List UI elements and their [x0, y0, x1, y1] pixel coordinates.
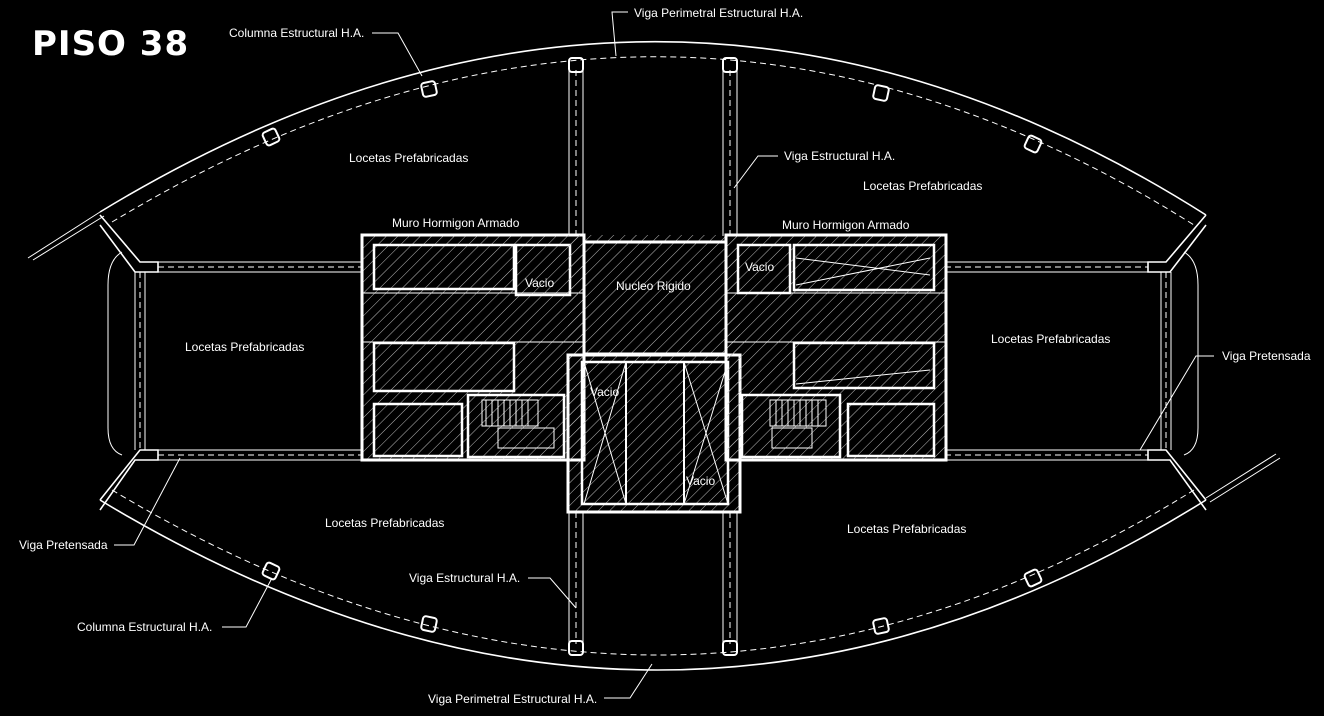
label-viga-pretensada-left: Viga Pretensada [19, 538, 108, 552]
rigid-core [360, 233, 948, 514]
label-vacio-1: Vacio [525, 276, 554, 290]
column [872, 84, 890, 102]
floor-title: PISO 38 [32, 24, 190, 64]
label-viga-pretensada-right: Viga Pretensada [1222, 349, 1311, 363]
label-locetas-top-left: Locetas Prefabricadas [349, 151, 468, 165]
column [722, 57, 738, 73]
label-locetas-bottom-right: Locetas Prefabricadas [847, 522, 966, 536]
label-muro-left: Muro Hormigon Armado [392, 216, 520, 230]
label-viga-estructural-bottom: Viga Estructural H.A. [409, 571, 520, 585]
column [722, 640, 738, 656]
leader-lines [114, 11, 1214, 699]
label-locetas-right: Locetas Prefabricadas [991, 332, 1110, 346]
column [420, 80, 438, 98]
column [568, 57, 584, 73]
column [261, 127, 281, 147]
perimeter-beam [27, 40, 1281, 671]
label-locetas-bottom-left: Locetas Prefabricadas [325, 516, 444, 530]
label-vacio-2: Vacio [745, 260, 774, 274]
label-locetas-top-right: Locetas Prefabricadas [863, 179, 982, 193]
pretensioned-beams [134, 261, 1172, 461]
column [261, 561, 281, 581]
column [872, 617, 890, 635]
label-columna-top: Columna Estructural H.A. [229, 26, 364, 40]
labels: Columna Estructural H.A. Viga Perimetral… [19, 6, 1311, 706]
columns [261, 57, 1043, 656]
column [1023, 134, 1043, 154]
structural-beams [568, 70, 738, 644]
column [420, 615, 438, 633]
label-muro-right: Muro Hormigon Armado [782, 218, 910, 232]
column [568, 640, 584, 656]
label-viga-estructural-top: Viga Estructural H.A. [784, 149, 895, 163]
label-locetas-left: Locetas Prefabricadas [185, 340, 304, 354]
label-nucleo: Nucleo Rigido [616, 279, 691, 293]
label-viga-perimetral-top: Viga Perimetral Estructural H.A. [634, 6, 803, 20]
label-vacio-4: Vacio [686, 474, 715, 488]
label-viga-perimetral-bottom: Viga Perimetral Estructural H.A. [428, 692, 597, 706]
column [1023, 568, 1043, 588]
label-columna-bottom: Columna Estructural H.A. [77, 620, 212, 634]
label-vacio-3: Vacio [590, 385, 619, 399]
